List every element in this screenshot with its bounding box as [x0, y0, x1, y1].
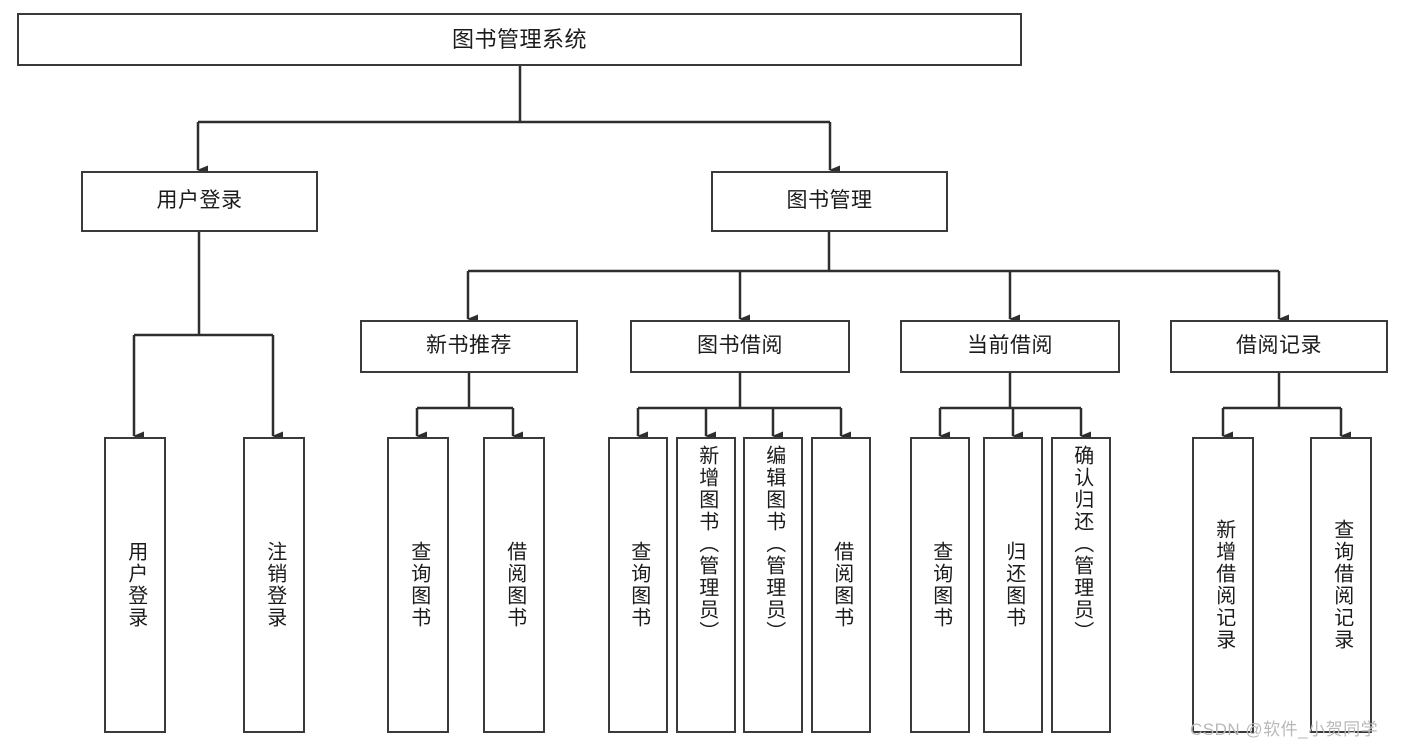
node-root-system[interactable]: 图书管理系统 [17, 13, 1022, 66]
node-borrow-record[interactable]: 借阅记录 [1170, 320, 1388, 373]
node-leaf-query-borrow-record[interactable]: 查询借阅记录 [1310, 437, 1372, 733]
node-leaf-borrow-book-2[interactable]: 借阅图书 [811, 437, 871, 733]
node-leaf-query-book-2-label: 查询图书 [627, 541, 650, 629]
node-leaf-add-book-admin[interactable]: 新增图书（管理员） [676, 437, 736, 733]
node-new-book-recommend[interactable]: 新书推荐 [360, 320, 578, 373]
node-leaf-query-book-3[interactable]: 查询图书 [910, 437, 970, 733]
node-leaf-query-borrow-record-label: 查询借阅记录 [1330, 519, 1353, 651]
node-book-management[interactable]: 图书管理 [711, 171, 948, 232]
node-book-management-label: 图书管理 [786, 189, 873, 213]
node-root-system-label: 图书管理系统 [451, 26, 587, 52]
node-leaf-confirm-return-admin-label: 确认归还（管理员） [1070, 445, 1093, 643]
node-leaf-logout-login[interactable]: 注销登录 [243, 437, 305, 733]
node-leaf-query-book-1[interactable]: 查询图书 [387, 437, 449, 733]
node-leaf-borrow-book-1-label: 借阅图书 [503, 541, 526, 629]
node-leaf-add-borrow-record[interactable]: 新增借阅记录 [1192, 437, 1254, 733]
watermark-text: CSDN @软件_小贺同学 [1190, 720, 1379, 739]
node-borrow-record-label: 借阅记录 [1236, 334, 1322, 358]
node-leaf-add-book-admin-label: 新增图书（管理员） [695, 445, 718, 643]
node-leaf-return-book[interactable]: 归还图书 [983, 437, 1043, 733]
node-leaf-logout-login-label: 注销登录 [263, 541, 286, 629]
connector-lines [132, 66, 1351, 441]
node-leaf-edit-book-admin[interactable]: 编辑图书（管理员） [743, 437, 803, 733]
node-leaf-borrow-book-1[interactable]: 借阅图书 [483, 437, 545, 733]
node-leaf-query-book-1-label: 查询图书 [407, 541, 430, 629]
node-user-login[interactable]: 用户登录 [81, 171, 318, 232]
node-leaf-user-login-label: 用户登录 [124, 541, 147, 629]
node-leaf-return-book-label: 归还图书 [1002, 541, 1025, 629]
node-leaf-add-borrow-record-label: 新增借阅记录 [1212, 519, 1235, 651]
node-leaf-query-book-2[interactable]: 查询图书 [608, 437, 668, 733]
node-book-borrow-label: 图书借阅 [697, 334, 783, 358]
node-current-borrow[interactable]: 当前借阅 [900, 320, 1120, 373]
node-leaf-borrow-book-2-label: 借阅图书 [830, 541, 853, 629]
node-user-login-label: 用户登录 [156, 189, 243, 213]
node-leaf-query-book-3-label: 查询图书 [929, 541, 952, 629]
node-leaf-edit-book-admin-label: 编辑图书（管理员） [762, 445, 785, 643]
node-current-borrow-label: 当前借阅 [967, 334, 1053, 358]
node-leaf-user-login[interactable]: 用户登录 [104, 437, 166, 733]
node-new-book-recommend-label: 新书推荐 [426, 334, 512, 358]
node-leaf-confirm-return-admin[interactable]: 确认归还（管理员） [1051, 437, 1111, 733]
node-book-borrow[interactable]: 图书借阅 [630, 320, 850, 373]
